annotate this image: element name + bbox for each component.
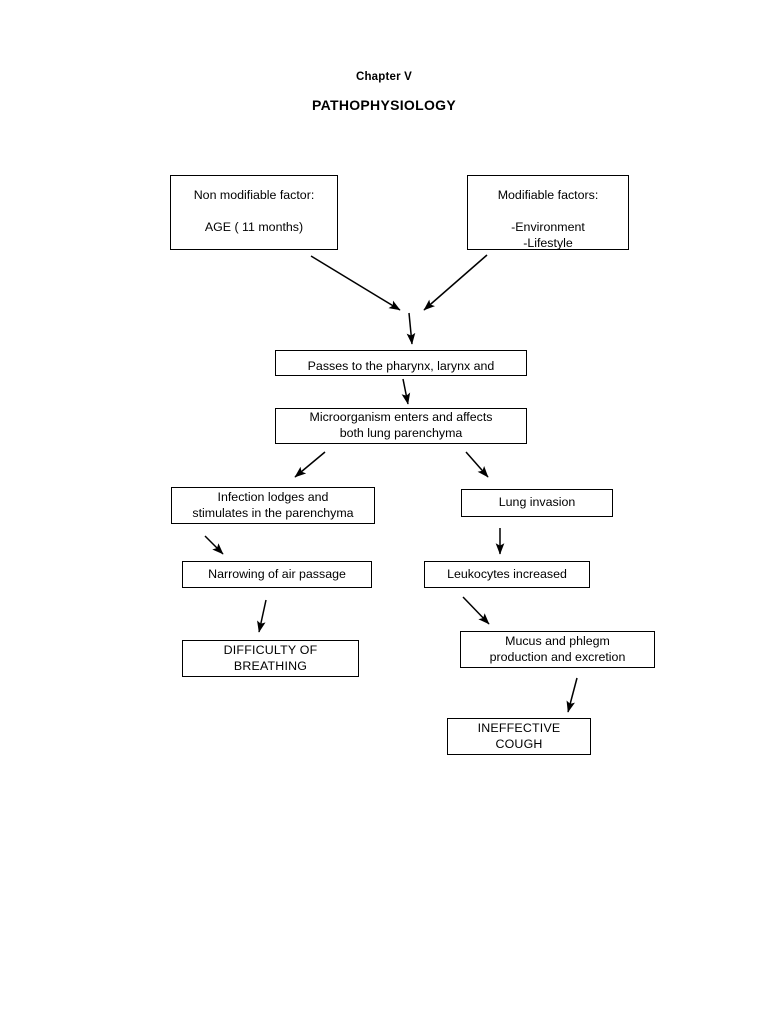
node-line: Non modifiable factor:: [193, 188, 315, 202]
node-line: -Lifestyle: [523, 235, 573, 250]
node-non-modifiable-factor: Non modifiable factor: AGE ( 11 months): [170, 175, 338, 250]
node-line: AGE ( 11 months): [204, 219, 304, 234]
node-difficulty-of-breathing: DIFFICULTY OF BREATHING: [182, 640, 359, 677]
node-line: BREATHING: [233, 658, 308, 673]
node-mucus-and-phlegm: Mucus and phlegm production and excretio…: [460, 631, 655, 668]
node-line: DIFFICULTY OF: [223, 642, 318, 657]
node-line: Infection lodges and: [217, 489, 329, 504]
node-lung-invasion: Lung invasion: [461, 489, 613, 517]
chapter-label: Chapter V: [355, 71, 413, 83]
node-line: Modifiable factors:: [497, 188, 599, 202]
node-line: Passes to the pharynx, larynx and: [307, 359, 495, 373]
node-line: -Environment: [511, 219, 585, 234]
node-line: INEFFECTIVE: [477, 720, 561, 735]
node-modifiable-factors: Modifiable factors: -Environment -Lifest…: [467, 175, 629, 250]
node-line: Microorganism enters and affects: [309, 410, 493, 425]
node-line: stimulates in the parenchyma: [192, 505, 354, 520]
node-line: Narrowing of air passage: [208, 566, 346, 581]
node-passes-to-pharynx: Passes to the pharynx, larynx and: [275, 350, 527, 376]
node-infection-lodges: Infection lodges and stimulates in the p…: [171, 487, 375, 524]
node-line: both lung parenchyma: [339, 426, 463, 440]
node-line: COUGH: [495, 736, 543, 751]
node-narrowing-of-air-passage: Narrowing of air passage: [182, 561, 372, 588]
node-line: Leukocytes increased: [447, 566, 567, 581]
node-line: Mucus and phlegm: [505, 633, 610, 648]
node-line: production and excretion: [489, 649, 626, 664]
page-title: PATHOPHYSIOLOGY: [312, 97, 456, 113]
node-microorganism-enters: Microorganism enters and affects both lu…: [275, 408, 527, 444]
node-line: Lung invasion: [498, 495, 576, 510]
node-leukocytes-increased: Leukocytes increased: [424, 561, 590, 588]
node-ineffective-cough: INEFFECTIVE COUGH: [447, 718, 591, 755]
